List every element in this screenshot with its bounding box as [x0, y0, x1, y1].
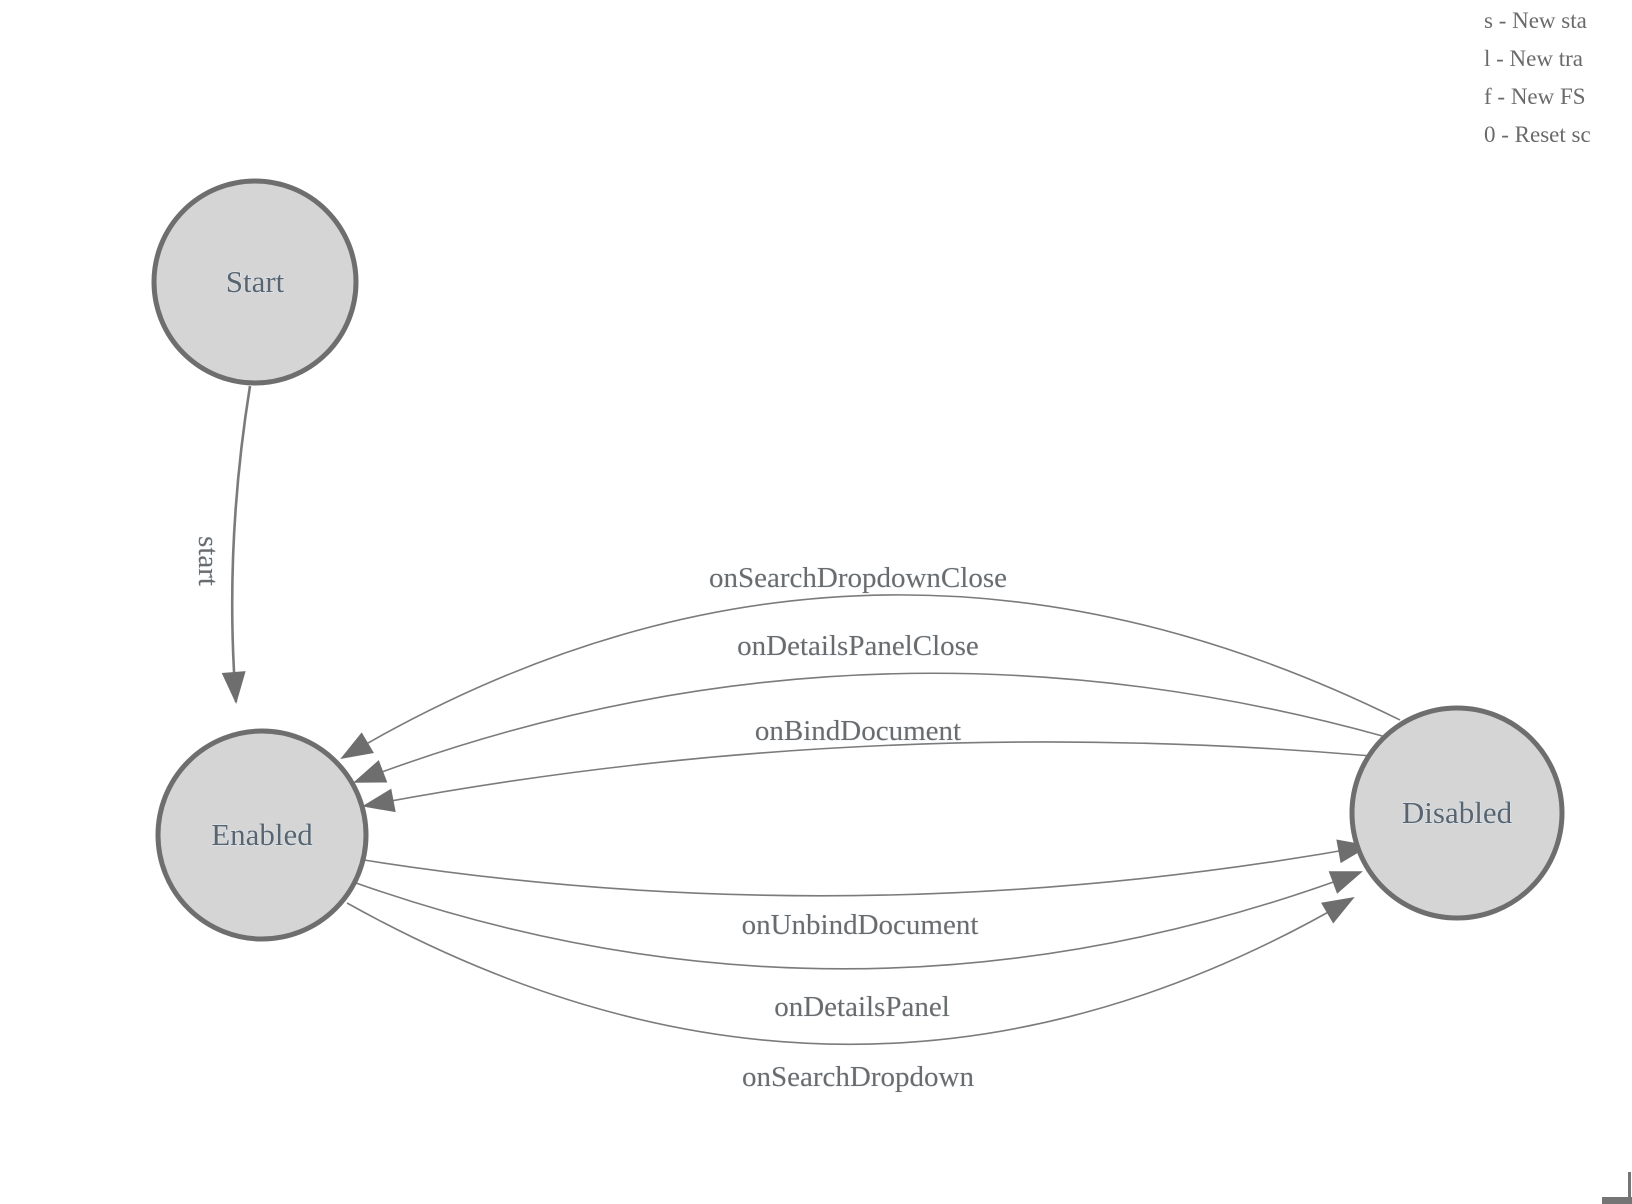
edge-label-start: start: [192, 536, 224, 586]
transition-edge-onUnbindDocument[interactable]: [363, 839, 1370, 897]
transition-edge-onSearchDropdownClose[interactable]: [340, 594, 1401, 760]
edge-label-onSearchDropdown: onSearchDropdown: [742, 1061, 974, 1093]
legend-line-new-transition: l - New tra: [1484, 46, 1583, 71]
legend-line-reset-scale: 0 - Reset sc: [1484, 122, 1591, 147]
state-node-disabled[interactable]: Disabled: [1349, 705, 1565, 921]
state-label-enabled: Enabled: [211, 817, 313, 852]
edge-label-onUnbindDocument: onUnbindDocument: [742, 909, 979, 941]
edge-label-onBindDocument: onBindDocument: [755, 715, 961, 747]
state-circle-disabled[interactable]: [1349, 705, 1565, 921]
edge-label-onDetailsPanelClose: onDetailsPanelClose: [737, 630, 979, 662]
edge-label-onDetailsPanel: onDetailsPanel: [774, 991, 950, 1023]
state-label-disabled: Disabled: [1402, 795, 1513, 830]
state-label-start: Start: [226, 264, 285, 299]
transition-edge-onBindDocument[interactable]: [362, 741, 1373, 813]
legend-line-new-fsm: f - New FS: [1484, 84, 1586, 109]
clipped-element-corner-vertical: [1628, 1172, 1631, 1200]
state-node-enabled[interactable]: Enabled: [155, 728, 369, 942]
edge-label-onSearchDropdownClose: onSearchDropdownClose: [709, 562, 1007, 594]
transition-edge-onSearchDropdown[interactable]: [346, 896, 1355, 1046]
state-circle-start[interactable]: [151, 178, 359, 386]
transition-edge-onDetailsPanelClose[interactable]: [353, 672, 1387, 783]
transition-edge-onDetailsPanel[interactable]: [355, 871, 1363, 970]
transition-edge-start[interactable]: [221, 385, 252, 704]
legend-line-new-state: s - New sta: [1484, 8, 1587, 33]
state-node-start[interactable]: Start: [151, 178, 359, 386]
state-circle-enabled[interactable]: [155, 728, 369, 942]
shortcuts-legend: s - New sta l - New tra f - New FS 0 - R…: [1484, 2, 1591, 154]
clipped-element-corner-horizontal: [1602, 1197, 1632, 1204]
